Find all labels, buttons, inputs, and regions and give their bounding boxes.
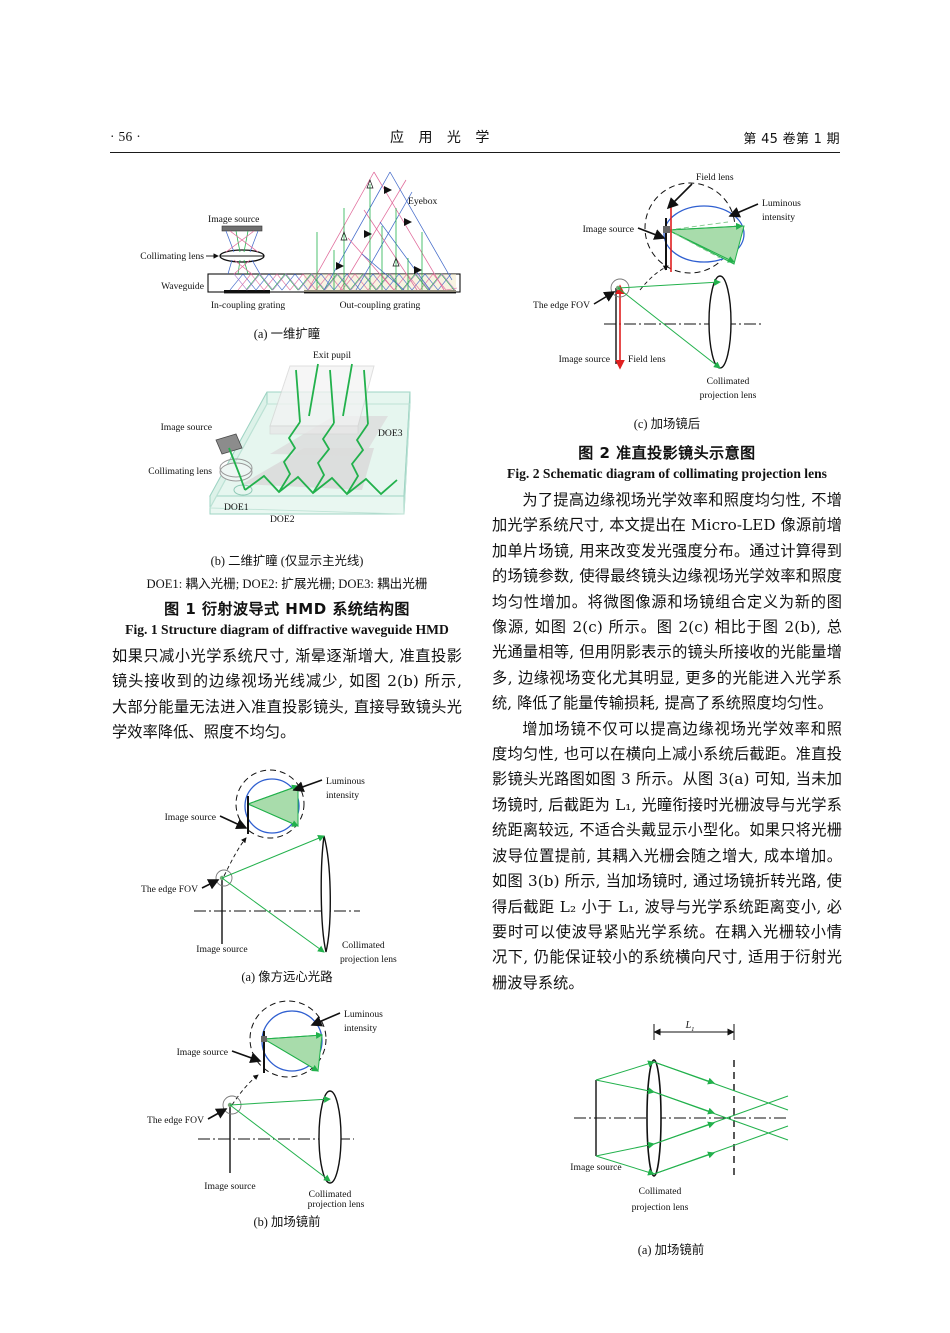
left-column: Image source Collimating lens Waveguide …	[112, 162, 462, 1232]
figure-2c-svg: Field lens Luminous intensity Image sour…	[533, 172, 801, 401]
figure-3a-caption: (a) 加场镜前	[637, 1243, 705, 1258]
label-eyebox: Eyebox	[408, 196, 438, 207]
right-paragraph-2: 增加场镜不仅可以提高边缘视场光学效率和照度均匀性, 也可以在横向上减小系统后截距…	[492, 719, 842, 992]
in-coupling-grating-bar	[224, 290, 270, 294]
label-luminous-1: Luminous	[326, 776, 365, 787]
label-edge-fov-c: The edge FOV	[533, 300, 590, 311]
figure-1b-svg: Exit pupil Image source Collimating lens…	[148, 350, 411, 525]
figure-1a-svg: Image source Collimating lens Waveguide …	[140, 171, 461, 311]
label-out-coupling-grating: Out-coupling grating	[340, 300, 421, 311]
figure-1b: Exit pupil Image source Collimating lens…	[112, 344, 462, 569]
volume-issue: 第 45 卷第 1 期	[743, 131, 840, 147]
figure-2a-caption: (a) 像方远心光路	[241, 969, 333, 984]
figure-2-caption-cn: 图 2 准直投影镜头示意图	[578, 444, 756, 462]
figure-2a: Luminous intensity Image source The edge…	[112, 756, 462, 985]
label-image-source-3a: Image source	[570, 1162, 621, 1173]
collimating-lens-disc	[219, 462, 253, 482]
page-number: · 56 ·	[110, 129, 142, 144]
figure-2c: Field lens Luminous intensity Image sour…	[492, 162, 842, 432]
figure-1-caption-en: Fig. 1 Structure diagram of diffractive …	[125, 622, 449, 637]
figure-2-caption-en: Fig. 2 Schematic diagram of collimating …	[507, 466, 827, 481]
collimated-projection-lens-3a	[646, 1059, 662, 1177]
figure-3a-svg: L1	[570, 1020, 789, 1213]
callout-leader-c	[639, 265, 669, 291]
label-image-source-top: Image source	[165, 812, 216, 823]
figure-3a: L1	[492, 1018, 842, 1258]
label-exit-pupil: Exit pupil	[313, 350, 351, 361]
figure-2b-svg: Luminous intensity Image source The edge…	[147, 1000, 383, 1200]
callout-leader-b	[231, 1074, 259, 1105]
image-source-bar	[221, 225, 263, 232]
figure-1a-caption: (a) 一维扩瞳	[253, 327, 321, 341]
callout-dashed-circle	[235, 769, 305, 839]
label-luminous-1-b: Luminous	[344, 1009, 383, 1020]
luminous-lobe-shade-c	[666, 225, 745, 265]
label-doe1: DOE1	[224, 502, 249, 513]
label-image-source-top-c: Image source	[583, 224, 634, 235]
figure-2b-caption: (b) 加场镜前	[253, 1214, 321, 1229]
label-collimated-2: projection lens	[340, 953, 397, 965]
callout-dashed-circle-b	[249, 1000, 327, 1078]
figure-1-caption-cn: 图 1 衍射波导式 HMD 系统结构图	[164, 600, 410, 618]
label-collimated-2-b: projection lens	[307, 1198, 365, 1210]
exit-pupil-plate	[269, 365, 375, 427]
label-collimated-1-3a: Collimated	[639, 1186, 682, 1197]
label-collimated-2-3a: projection lens	[632, 1202, 689, 1213]
label-in-coupling-grating: In-coupling grating	[211, 300, 286, 311]
label-luminous-2-b: intensity	[344, 1023, 377, 1034]
label-collimated-2-wrap: projection lens	[112, 954, 462, 965]
label-image-source-bottom: Image source	[196, 944, 247, 955]
label-image-source: Image source	[208, 214, 259, 225]
edge-fov-marker-c	[610, 278, 630, 298]
label-collimated-1: Collimated	[342, 940, 385, 951]
luminous-lobe-shade	[246, 784, 299, 827]
label-edge-fov-b: The edge FOV	[147, 1115, 204, 1126]
label-field-lens-top: Field lens	[696, 172, 734, 183]
right-paragraph-1: 为了提高边缘视场光学效率和照度均匀性, 不增加光学系统尺寸, 本文提出在 Mic…	[492, 491, 842, 713]
collimated-projection-lens-c	[708, 275, 732, 369]
figure-2b: Luminous intensity Image source The edge…	[112, 987, 462, 1230]
label-luminous-1-c: Luminous	[762, 198, 801, 209]
label-doe2: DOE2	[270, 514, 295, 525]
label-L1: L1	[685, 1020, 695, 1033]
label-image-source-bottom-c: Image source	[559, 354, 610, 365]
label-collimating-lens: Collimating lens	[140, 251, 204, 262]
figure-2c-caption: (c) 加场镜后	[633, 417, 701, 431]
label-collimated-1-b: Collimated	[309, 1189, 352, 1200]
label-collimated-2-c: projection lens	[700, 390, 757, 401]
figure-1a: Image source Collimating lens Waveguide …	[112, 162, 462, 342]
label-image-source-2: Image source	[161, 422, 212, 433]
label-field-lens-bottom: Field lens	[628, 354, 666, 365]
label-image-source-top-b: Image source	[177, 1047, 228, 1058]
luminous-intensity-circle	[244, 777, 300, 834]
edge-fov-marker	[215, 869, 233, 887]
right-column: Field lens Luminous intensity Image sour…	[492, 162, 842, 1260]
figure-1-note: DOE1: 耦入光栅; DOE2: 扩展光栅; DOE3: 耦出光栅	[146, 577, 428, 591]
label-collimating-lens-2: Collimating lens	[148, 466, 212, 477]
edge-fov-marker-b	[222, 1095, 242, 1115]
header-rule	[110, 152, 840, 153]
image-source-chip	[215, 433, 243, 455]
collimated-projection-lens	[320, 835, 331, 952]
running-head: · 56 · 应 用 光 学 第 45 卷第 1 期	[110, 126, 840, 148]
label-luminous-2-c: intensity	[762, 212, 795, 223]
left-paragraph-1: 如果只减小光学系统尺寸, 渐晕逐渐增大, 准直投影镜头接收到的边缘视场光线减少,…	[112, 647, 462, 742]
label-doe3: DOE3	[378, 428, 403, 439]
luminous-lobe-shade-b	[262, 1034, 323, 1072]
label-waveguide: Waveguide	[161, 281, 204, 292]
collimated-projection-lens-b	[318, 1089, 342, 1184]
journal-title: 应 用 光 学	[390, 130, 495, 146]
label-luminous-2: intensity	[326, 790, 359, 801]
figure-2a-svg: Luminous intensity Image source The edge…	[141, 769, 385, 955]
callout-leader	[223, 836, 247, 876]
label-image-source-bottom-b: Image source	[204, 1181, 255, 1192]
label-collimated-1-c: Collimated	[707, 376, 750, 387]
figure-1b-caption: (b) 二维扩瞳 (仅显示主光线)	[210, 554, 364, 568]
doe2-region	[242, 448, 374, 490]
label-edge-fov: The edge FOV	[141, 884, 198, 895]
label-collimated-2-b-wrap: projection lens	[112, 1199, 462, 1210]
